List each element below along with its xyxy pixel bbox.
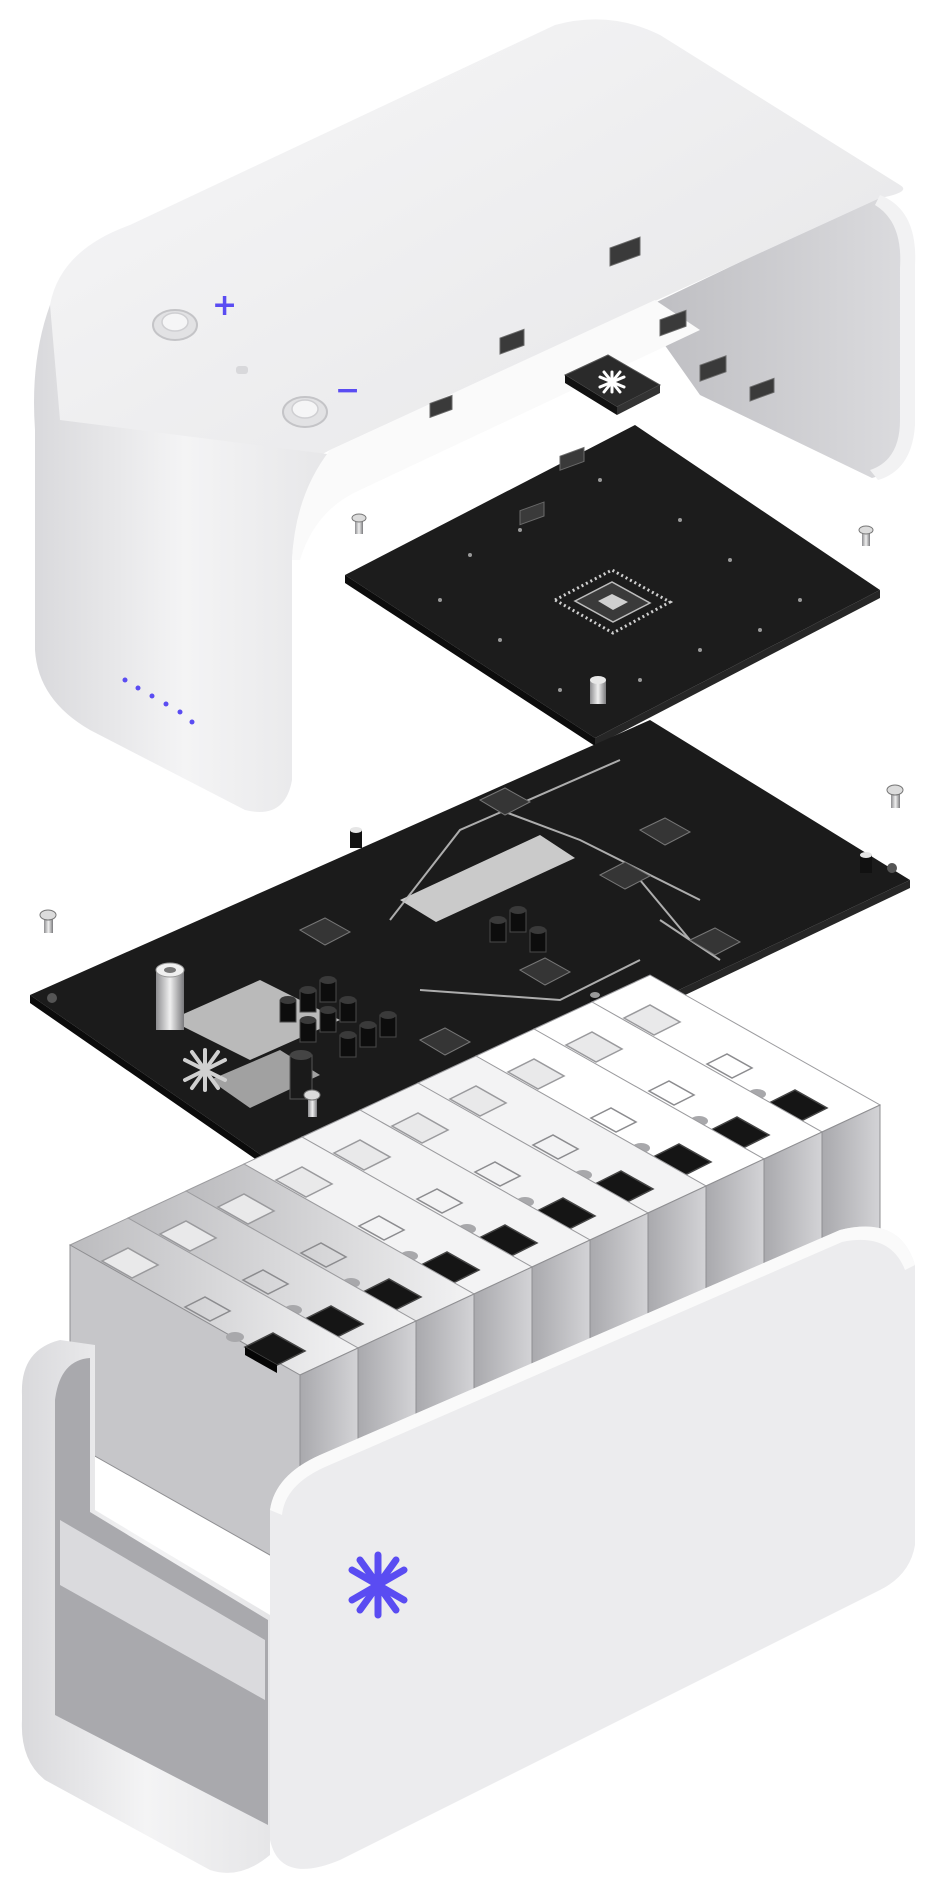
cell-terminal-cap bbox=[158, 1220, 218, 1252]
cell-vent bbox=[415, 1188, 464, 1214]
bga-processor bbox=[551, 568, 674, 635]
cell-vent bbox=[299, 1242, 348, 1268]
processor-chip bbox=[563, 354, 662, 415]
capacitor-cluster bbox=[279, 906, 547, 1058]
cell-terminal-cap bbox=[332, 1139, 392, 1171]
housing-logo-icon bbox=[348, 1551, 408, 1619]
screw bbox=[858, 525, 874, 546]
plus-label: + bbox=[212, 288, 237, 323]
cell-terminal-cap bbox=[243, 1332, 307, 1373]
pcb-logo-icon bbox=[183, 1048, 227, 1092]
cell-terminal-cap bbox=[622, 1004, 682, 1036]
led-dot bbox=[163, 701, 169, 707]
cell-terminal-cap bbox=[564, 1031, 624, 1063]
led-dot bbox=[135, 685, 141, 691]
plus-button[interactable] bbox=[152, 309, 198, 341]
cell-terminal-cap bbox=[448, 1085, 508, 1117]
top-housing-top-surface bbox=[46, 19, 904, 520]
upper-circuit-board bbox=[345, 236, 880, 746]
screw bbox=[39, 909, 57, 933]
board-connector bbox=[590, 676, 606, 704]
screw bbox=[303, 1089, 321, 1117]
cell-vent bbox=[473, 1161, 522, 1187]
standoff bbox=[860, 852, 872, 873]
cell-vent bbox=[357, 1215, 406, 1241]
screw bbox=[351, 513, 367, 534]
minus-label: − bbox=[335, 373, 360, 408]
cell-vent bbox=[183, 1296, 232, 1322]
cell-terminal-cap bbox=[274, 1166, 334, 1198]
led-dot bbox=[177, 709, 183, 715]
top-housing: + − bbox=[34, 19, 916, 812]
cell-vent bbox=[647, 1080, 696, 1106]
copper-pad-area bbox=[170, 980, 340, 1060]
chip-logo-icon bbox=[598, 370, 626, 394]
top-housing-right-rim bbox=[870, 195, 916, 480]
cell-vent bbox=[531, 1134, 580, 1160]
top-housing-front-face bbox=[34, 305, 335, 812]
standoff bbox=[350, 827, 362, 848]
cell-terminal-cap bbox=[390, 1112, 450, 1144]
led-dot bbox=[122, 677, 128, 683]
minus-button[interactable] bbox=[282, 396, 328, 428]
top-housing-inner-right bbox=[640, 195, 913, 478]
led-indicator-row bbox=[122, 677, 195, 725]
cell-vent bbox=[705, 1053, 754, 1079]
bottom-housing bbox=[21, 1226, 915, 1873]
led-dot bbox=[189, 719, 195, 725]
status-indicator-slot bbox=[236, 366, 248, 374]
cell-vent bbox=[241, 1269, 290, 1295]
bottom-housing-front-wall bbox=[270, 1226, 915, 1869]
cell-terminal-cap bbox=[100, 1247, 160, 1279]
led-dot bbox=[149, 693, 155, 699]
screw bbox=[886, 784, 904, 808]
cell-vent-circle bbox=[226, 1332, 244, 1342]
cell-terminal-cap bbox=[216, 1193, 276, 1225]
terminal-post-dark bbox=[289, 1050, 313, 1100]
terminal-post bbox=[155, 962, 185, 1030]
cell-terminal-cap bbox=[506, 1058, 566, 1090]
cell-vent bbox=[589, 1107, 638, 1133]
